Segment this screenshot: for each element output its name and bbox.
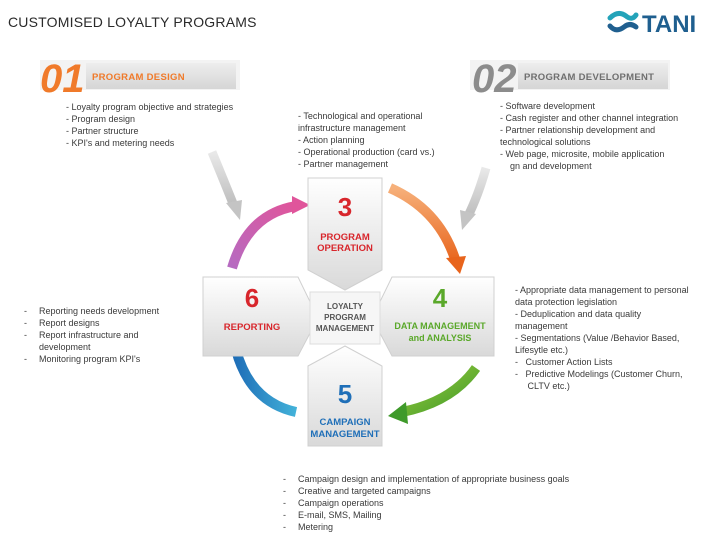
list-item: - Technological and operational [298,111,423,121]
list-item: -Campaign operations [283,498,384,508]
list-text: development [39,342,91,352]
program-development-list: - Software development - Cash register a… [500,100,678,172]
page-title: CUSTOMISED LOYALTY PROGRAMS [8,14,257,30]
list-item: - Software development [500,101,596,111]
list-item: - Deduplication and data quality [515,309,642,319]
list-text: Campaign operations [298,498,384,508]
reporting-list: - Reporting needs development - Report des… [24,305,159,365]
stage2-header [470,60,670,90]
list-item: - Customer Action Lists [515,357,613,367]
list-item: -Campaign design and implementation of a… [283,474,570,484]
stage1-header [40,60,240,90]
tile-5-number: 5 [338,379,352,409]
list-item: technological solutions [500,137,591,147]
list-dash: - [24,354,27,364]
list-item: - Predictive Modelings (Customer Churn, [515,369,683,379]
list-item: - Report designs [24,317,159,329]
list-item: - Loyalty program objective and strategi… [66,102,234,112]
list-item: - Segmentations (Value /Behavior Based, [515,333,680,343]
list-text: Campaign design and implementation of ap… [298,474,570,484]
logo-text: TANI [642,11,696,38]
green-arrowhead [388,402,408,424]
list-item: -Creative and targeted campaigns [283,486,431,496]
list-item: infrastructure management [298,123,406,133]
stage2-number: 02 [472,57,517,101]
tani-logo-icon [607,10,639,33]
list-item: - KPI's and metering needs [66,138,175,148]
list-item: - Report infrastructure and [24,329,159,341]
list-item: management [515,321,568,331]
list-item: - Reporting needs development [24,305,159,317]
list-text: Metering [298,522,334,532]
list-text: Report infrastructure and [39,330,139,340]
tani-logo: TANI [607,10,696,38]
tile-4-number: 4 [433,283,448,313]
tile-3-number: 3 [338,192,352,222]
stage2-label: PROGRAM DEVELOPMENT [524,72,654,83]
list-item: - Operational production (card vs.) [298,147,435,157]
tile-5-line2: MANAGEMENT [310,429,379,440]
list-item: gn and development [500,161,592,171]
stage1-number: 01 [40,57,85,101]
program-design-list: - Loyalty program objective and strategi… [66,101,233,149]
list-item: development [24,341,159,353]
development-arrowhead [460,210,476,230]
program-operation-list: - Technological and operational infrastr… [298,110,435,170]
list-item: data protection legislation [515,297,618,307]
campaign-to-reporting-arrow [231,348,298,417]
tile-5-line1: CAMPAIGN [319,417,370,428]
tile-3-line1: PROGRAM [320,232,370,243]
tile-4-line1: DATA MANAGEMENT [394,321,486,331]
list-item: - Cash register and other channel integr… [500,113,679,123]
list-item: - Program design [66,114,136,124]
operation-to-data-arrow [387,183,461,264]
center-tile-shape [309,291,381,345]
list-dash: - [24,330,27,340]
reporting-to-operation-arrow [227,201,297,270]
data-to-campaign-arrow [400,365,481,417]
tile-6-number: 6 [245,283,259,313]
center-line2: PROGRAM [324,313,366,322]
list-item: - Action planning [298,135,365,145]
list-item: - Partner relationship development and [500,125,656,135]
campaign-list: -Campaign design and implementation of a… [283,473,569,533]
list-text: Monitoring program KPI's [39,354,141,364]
tile-3-shape [307,177,383,291]
list-item: - Appropriate data management to persona… [515,285,689,295]
list-text: E-mail, SMS, Mailing [298,510,382,520]
list-item: - Partner management [298,159,389,169]
stage1-label: PROGRAM DESIGN [92,72,185,83]
list-item: - Partner structure [66,126,139,136]
list-item: CLTV etc.) [515,381,570,391]
design-to-operation-arrow [207,150,239,208]
list-dash [24,341,39,353]
data-management-list: - Appropriate data management to persona… [515,284,689,392]
pink-arrowhead [292,196,310,214]
tile-6-shape [202,276,319,357]
orange-arrowhead [446,256,466,274]
list-item: -E-mail, SMS, Mailing [283,510,382,520]
list-item: - Monitoring program KPI's [24,353,159,365]
list-text: Reporting needs development [39,306,160,316]
tile-4-line2: and ANALYSIS [409,333,472,343]
tile-3-line2: OPERATION [317,243,373,254]
list-text: Report designs [39,318,100,328]
tile-6-line1: REPORTING [224,322,280,333]
list-item: Lifesytle etc.) [515,345,569,355]
list-item: -Metering [283,522,334,532]
center-line3: MANAGEMENT [316,324,374,333]
list-text: Creative and targeted campaigns [298,486,431,496]
list-item: - Web page, microsite, mobile applicatio… [500,149,665,159]
list-dash: - [24,306,27,316]
tile-5-shape [307,345,383,447]
center-line1: LOYALTY [327,302,364,311]
design-arrowhead [226,200,242,220]
list-dash: - [24,318,27,328]
development-to-operation-arrow [463,166,491,219]
